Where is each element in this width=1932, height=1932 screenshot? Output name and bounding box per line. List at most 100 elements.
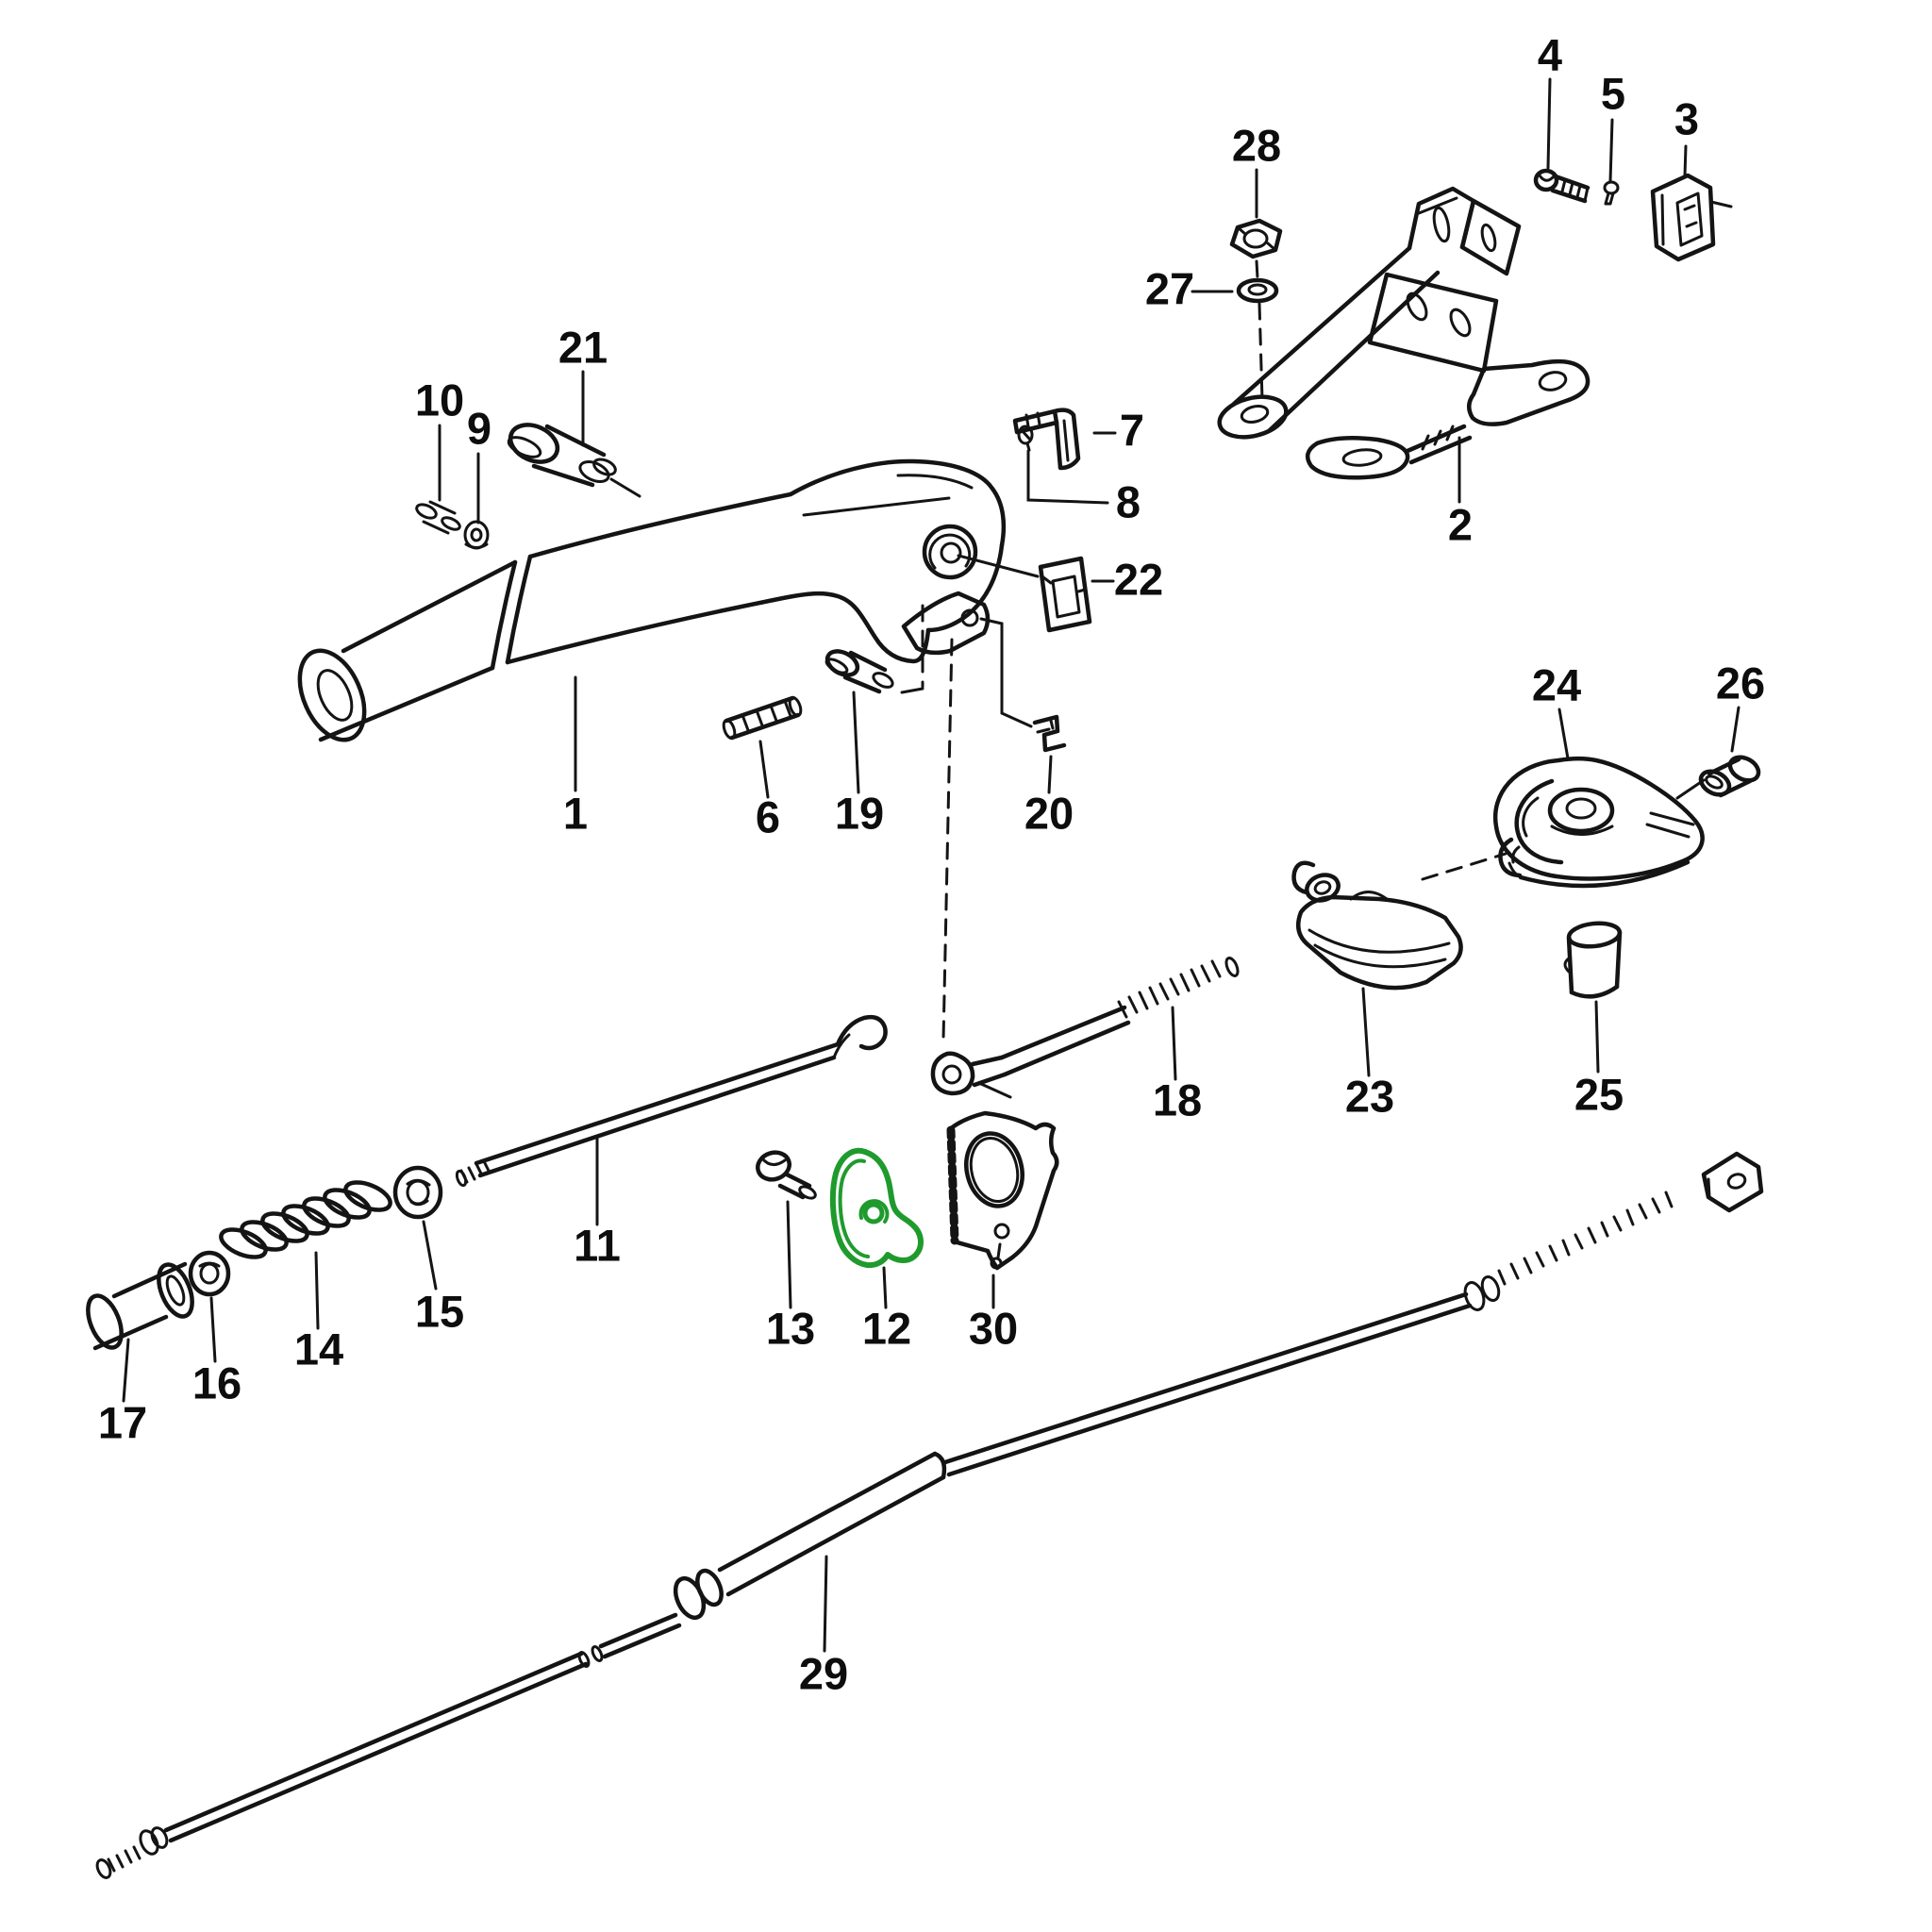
- part-label-16[interactable]: 16: [192, 1357, 242, 1407]
- nut-facets: [1236, 225, 1277, 252]
- nut-back: [1727, 755, 1761, 783]
- end-cap[interactable]: [81, 1259, 199, 1352]
- part-label-9[interactable]: 9: [467, 403, 491, 453]
- grip-end-inner: [316, 669, 354, 722]
- small-pin[interactable]: [414, 500, 461, 535]
- cable-conduit: [717, 1451, 946, 1597]
- pivot-bolt[interactable]: [505, 418, 618, 488]
- part-label-26[interactable]: 26: [1716, 658, 1765, 708]
- cable-equalizer[interactable]: [1492, 756, 1705, 889]
- pawl-bolt[interactable]: [755, 1148, 818, 1200]
- clip-nut-edge: [1660, 193, 1665, 246]
- retaining-clip[interactable]: [1032, 714, 1067, 753]
- compression-spring[interactable]: [217, 1177, 393, 1263]
- cable-ferrule-right-a: [1463, 1281, 1486, 1311]
- part-label-18[interactable]: 18: [1153, 1074, 1202, 1124]
- part-label-7[interactable]: 7: [1120, 405, 1144, 455]
- part-label-25[interactable]: 25: [1574, 1069, 1624, 1119]
- cable-ferrule-left-b: [150, 1826, 169, 1849]
- part-label-13[interactable]: 13: [766, 1303, 815, 1353]
- part-label-23[interactable]: 23: [1345, 1071, 1394, 1121]
- mounting-bracket[interactable]: [1215, 186, 1591, 480]
- equalizer-outline: [1492, 756, 1705, 881]
- bracket-bolt[interactable]: [1533, 168, 1591, 204]
- part-label-5[interactable]: 5: [1601, 68, 1625, 118]
- ratchet-segment[interactable]: [946, 1110, 1059, 1271]
- hub-outer: [1547, 787, 1615, 834]
- channel-inner: [1522, 796, 1540, 838]
- part-label-2[interactable]: 2: [1448, 499, 1473, 549]
- part-label-19[interactable]: 19: [835, 788, 884, 838]
- spacer-sleeve[interactable]: [1563, 921, 1623, 999]
- nut26-pointer: [1675, 778, 1706, 800]
- part-label-24[interactable]: 24: [1532, 659, 1581, 709]
- bolt-head: [1533, 168, 1559, 192]
- lever-bolt[interactable]: [824, 646, 895, 694]
- cap-closed-end: [86, 1293, 124, 1350]
- top-tab-slot: [1432, 206, 1451, 243]
- cable-run-upper: [942, 1291, 1473, 1477]
- nut-swirl: [406, 1178, 431, 1207]
- part-label-4[interactable]: 4: [1538, 29, 1562, 79]
- nut-bore: [470, 527, 483, 542]
- part-label-6[interactable]: 6: [756, 791, 780, 841]
- cable-joint-a: [577, 1651, 591, 1668]
- spring-washer[interactable]: [188, 1250, 231, 1297]
- flat-washer[interactable]: [1236, 277, 1279, 304]
- part-label-15[interactable]: 15: [415, 1286, 464, 1336]
- part-label-10[interactable]: 10: [415, 375, 464, 425]
- clip-bracket[interactable]: [1012, 408, 1081, 471]
- part-label-8[interactable]: 8: [1116, 476, 1141, 526]
- part-label-27[interactable]: 27: [1145, 263, 1194, 313]
- part-label-3[interactable]: 3: [1674, 93, 1699, 143]
- screw-head: [1603, 180, 1620, 195]
- coil-1: [219, 1227, 268, 1259]
- segment-outline: [947, 1110, 1059, 1271]
- segment-pivot-hole: [993, 1223, 1010, 1240]
- clip-nut[interactable]: [1650, 173, 1733, 262]
- bolt21-pointer: [609, 477, 641, 498]
- plate-fold: [1041, 575, 1087, 593]
- hex-nut[interactable]: [1229, 218, 1283, 259]
- bolt19-axis-elbow: [900, 687, 924, 694]
- small-screw[interactable]: [1603, 180, 1620, 206]
- pawl-highlighted[interactable]: [829, 1147, 924, 1269]
- part-label-21[interactable]: 21: [558, 322, 608, 372]
- nut-bore: [1242, 228, 1269, 249]
- bearing-plate[interactable]: [1038, 556, 1092, 633]
- cable-guide[interactable]: [1291, 860, 1463, 991]
- screw-slot: [1020, 428, 1032, 452]
- part-label-14[interactable]: 14: [294, 1324, 343, 1374]
- bolt-head: [756, 1150, 791, 1182]
- part-label-12[interactable]: 12: [862, 1303, 911, 1353]
- washer-outer: [1236, 277, 1279, 304]
- part-label-28[interactable]: 28: [1232, 120, 1281, 170]
- brake-cable[interactable]: [94, 1151, 1764, 1880]
- adjusting-nut[interactable]: [392, 1165, 443, 1220]
- clip-screw[interactable]: [1017, 425, 1034, 452]
- threaded-rod[interactable]: [930, 957, 1241, 1096]
- rod-shaft: [999, 1005, 1131, 1077]
- rod-threads: [1117, 959, 1222, 1019]
- strip-hatch: [1421, 425, 1455, 451]
- sleeve-notch: [1563, 957, 1571, 974]
- guide-hook: [1291, 860, 1316, 895]
- pawl-hole: [862, 1202, 885, 1224]
- guide-body: [1295, 894, 1463, 991]
- center-foot: [1305, 435, 1410, 480]
- conduit-end-cap: [932, 1451, 947, 1480]
- part-label-30[interactable]: 30: [969, 1303, 1018, 1353]
- bolt-tip: [592, 458, 617, 476]
- mid-slot-a: [1406, 291, 1428, 322]
- part-label-29[interactable]: 29: [799, 1648, 848, 1698]
- roll-pin[interactable]: [722, 695, 803, 741]
- cap-nut[interactable]: [1697, 753, 1763, 799]
- part-label-20[interactable]: 20: [1024, 788, 1074, 838]
- pull-rod[interactable]: [455, 1014, 888, 1188]
- handbrake-lever[interactable]: [287, 458, 1007, 750]
- small-nut[interactable]: [463, 520, 490, 550]
- part-label-1[interactable]: 1: [563, 788, 588, 838]
- part-label-11[interactable]: 11: [574, 1220, 621, 1270]
- part-label-17[interactable]: 17: [98, 1397, 147, 1447]
- part-label-22[interactable]: 22: [1114, 554, 1163, 604]
